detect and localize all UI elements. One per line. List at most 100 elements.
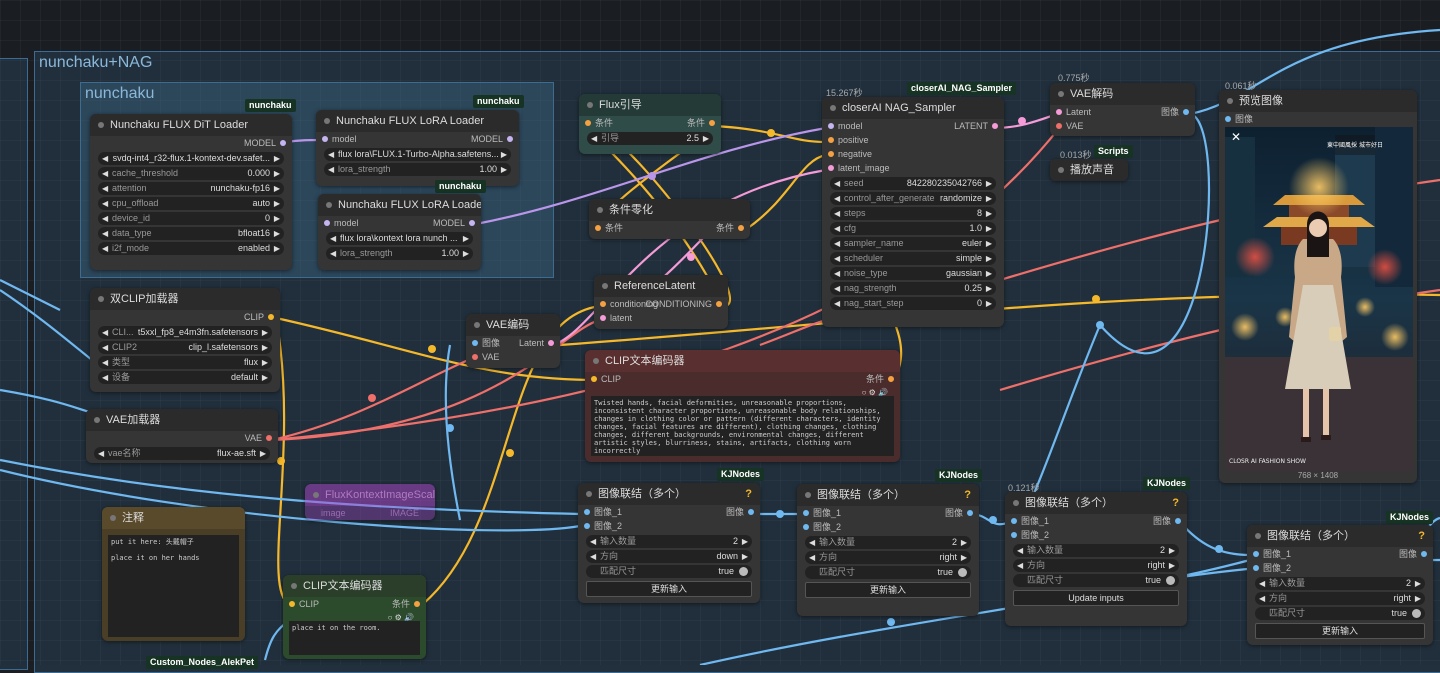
arrow-left-icon[interactable]: ◀ bbox=[102, 199, 109, 208]
arrow-left-icon[interactable]: ◀ bbox=[102, 358, 109, 367]
conditioning-output-slot[interactable] bbox=[709, 120, 715, 126]
collapse-dot[interactable] bbox=[602, 283, 608, 289]
arrow-left-icon[interactable]: ◀ bbox=[834, 209, 841, 218]
arrow-right-icon[interactable]: ▶ bbox=[985, 254, 992, 263]
close-mark-icon[interactable]: ✕ bbox=[1231, 130, 1241, 144]
arrow-right-icon[interactable]: ▶ bbox=[1414, 594, 1421, 603]
vae-input-slot[interactable] bbox=[1056, 123, 1062, 129]
update-inputs-button[interactable]: 更新输入 bbox=[805, 582, 971, 598]
vae-output-slot[interactable] bbox=[266, 435, 272, 441]
node-title[interactable]: 预览图像 bbox=[1219, 90, 1417, 112]
clip-output-slot[interactable] bbox=[268, 314, 274, 320]
toggle-knob[interactable] bbox=[1166, 576, 1175, 585]
arrow-right-icon[interactable]: ▶ bbox=[985, 179, 992, 188]
arrow-left-icon[interactable]: ◀ bbox=[809, 538, 816, 547]
arrow-left-icon[interactable]: ◀ bbox=[834, 179, 841, 188]
collapse-dot[interactable] bbox=[324, 118, 330, 124]
note-node[interactable]: 注释 put it here: 头戴帽子 place it on her han… bbox=[102, 507, 245, 641]
arrow-left-icon[interactable]: ◀ bbox=[102, 184, 109, 193]
conditioning-output-slot[interactable] bbox=[888, 376, 894, 382]
arrow-left-icon[interactable]: ◀ bbox=[834, 269, 841, 278]
arrow-left-icon[interactable]: ◀ bbox=[102, 229, 109, 238]
arrow-right-icon[interactable]: ▶ bbox=[273, 199, 280, 208]
conditioning-input-slot[interactable] bbox=[600, 301, 606, 307]
vae-input-slot[interactable] bbox=[472, 354, 478, 360]
conditioning-output-slot[interactable] bbox=[738, 225, 744, 231]
conditioning-output-slot[interactable] bbox=[414, 601, 420, 607]
image-2-input-slot[interactable] bbox=[584, 523, 590, 529]
arrow-right-icon[interactable]: ▶ bbox=[985, 269, 992, 278]
image-output-slot[interactable] bbox=[1175, 518, 1181, 524]
toggle-knob[interactable] bbox=[1412, 609, 1421, 618]
arrow-right-icon[interactable]: ▶ bbox=[960, 538, 967, 547]
group-left-edge[interactable] bbox=[0, 58, 28, 670]
arrow-right-icon[interactable]: ▶ bbox=[985, 284, 992, 293]
node-title[interactable]: ReferenceLatent bbox=[594, 275, 728, 297]
arrow-right-icon[interactable]: ▶ bbox=[462, 249, 469, 258]
node-title[interactable]: Nunchaku FLUX LoRA Loader bbox=[316, 110, 519, 132]
dit-widget[interactable]: ◀svdq-int4_r32-flux.1-kontext-dev.safet.… bbox=[98, 152, 284, 165]
node-title[interactable]: Flux引导 bbox=[579, 94, 721, 116]
collapse-dot[interactable] bbox=[326, 202, 332, 208]
node-title[interactable]: closerAI NAG_Sampler bbox=[822, 97, 1004, 119]
image-output-slot[interactable] bbox=[748, 509, 754, 515]
arrow-left-icon[interactable]: ◀ bbox=[328, 150, 335, 159]
nunchaku-dit-loader-node[interactable]: Nunchaku FLUX DiT Loader MODEL ◀svdq-int… bbox=[90, 114, 292, 270]
positive-prompt-textarea[interactable]: place it on the room. bbox=[289, 621, 420, 655]
arrow-right-icon[interactable]: ▶ bbox=[741, 537, 748, 546]
model-input-slot[interactable] bbox=[324, 220, 330, 226]
collapse-dot[interactable] bbox=[805, 492, 811, 498]
arrow-left-icon[interactable]: ◀ bbox=[834, 224, 841, 233]
toggle-knob[interactable] bbox=[958, 568, 967, 577]
arrow-left-icon[interactable]: ◀ bbox=[1259, 579, 1266, 588]
lora-name-combo[interactable]: ◀flux lora\kontext lora nunch ...▶ bbox=[326, 232, 473, 245]
arrow-left-icon[interactable]: ◀ bbox=[590, 552, 597, 561]
arrow-right-icon[interactable]: ▶ bbox=[261, 343, 268, 352]
arrow-left-icon[interactable]: ◀ bbox=[1259, 594, 1266, 603]
latent-input-slot[interactable] bbox=[1056, 109, 1062, 115]
arrow-left-icon[interactable]: ◀ bbox=[834, 254, 841, 263]
arrow-right-icon[interactable]: ▶ bbox=[741, 552, 748, 561]
collapse-dot[interactable] bbox=[98, 296, 104, 302]
collapse-dot[interactable] bbox=[474, 322, 480, 328]
collapse-dot[interactable] bbox=[597, 207, 603, 213]
arrow-left-icon[interactable]: ◀ bbox=[102, 154, 109, 163]
arrow-right-icon[interactable]: ▶ bbox=[1168, 561, 1175, 570]
image-1-input-slot[interactable] bbox=[584, 509, 590, 515]
text-toolbar-icons[interactable]: ○ ⚙ 🔊 bbox=[387, 613, 414, 622]
node-title[interactable]: 条件零化 bbox=[589, 199, 750, 221]
image-output-slot[interactable] bbox=[1421, 551, 1427, 557]
image-output-slot[interactable] bbox=[967, 510, 973, 516]
arrow-left-icon[interactable]: ◀ bbox=[330, 234, 337, 243]
negative-prompt-textarea[interactable]: Twisted hands, facial deformities, unrea… bbox=[591, 396, 894, 456]
collapse-dot[interactable] bbox=[1255, 533, 1261, 539]
collapse-dot[interactable] bbox=[593, 358, 599, 364]
preview-image-node[interactable]: 预览图像 图像 bbox=[1219, 90, 1417, 483]
model-output-slot[interactable] bbox=[507, 136, 513, 142]
lora-name-combo[interactable]: ◀flux lora\FLUX.1-Turbo-Alpha.safetens..… bbox=[324, 148, 511, 161]
